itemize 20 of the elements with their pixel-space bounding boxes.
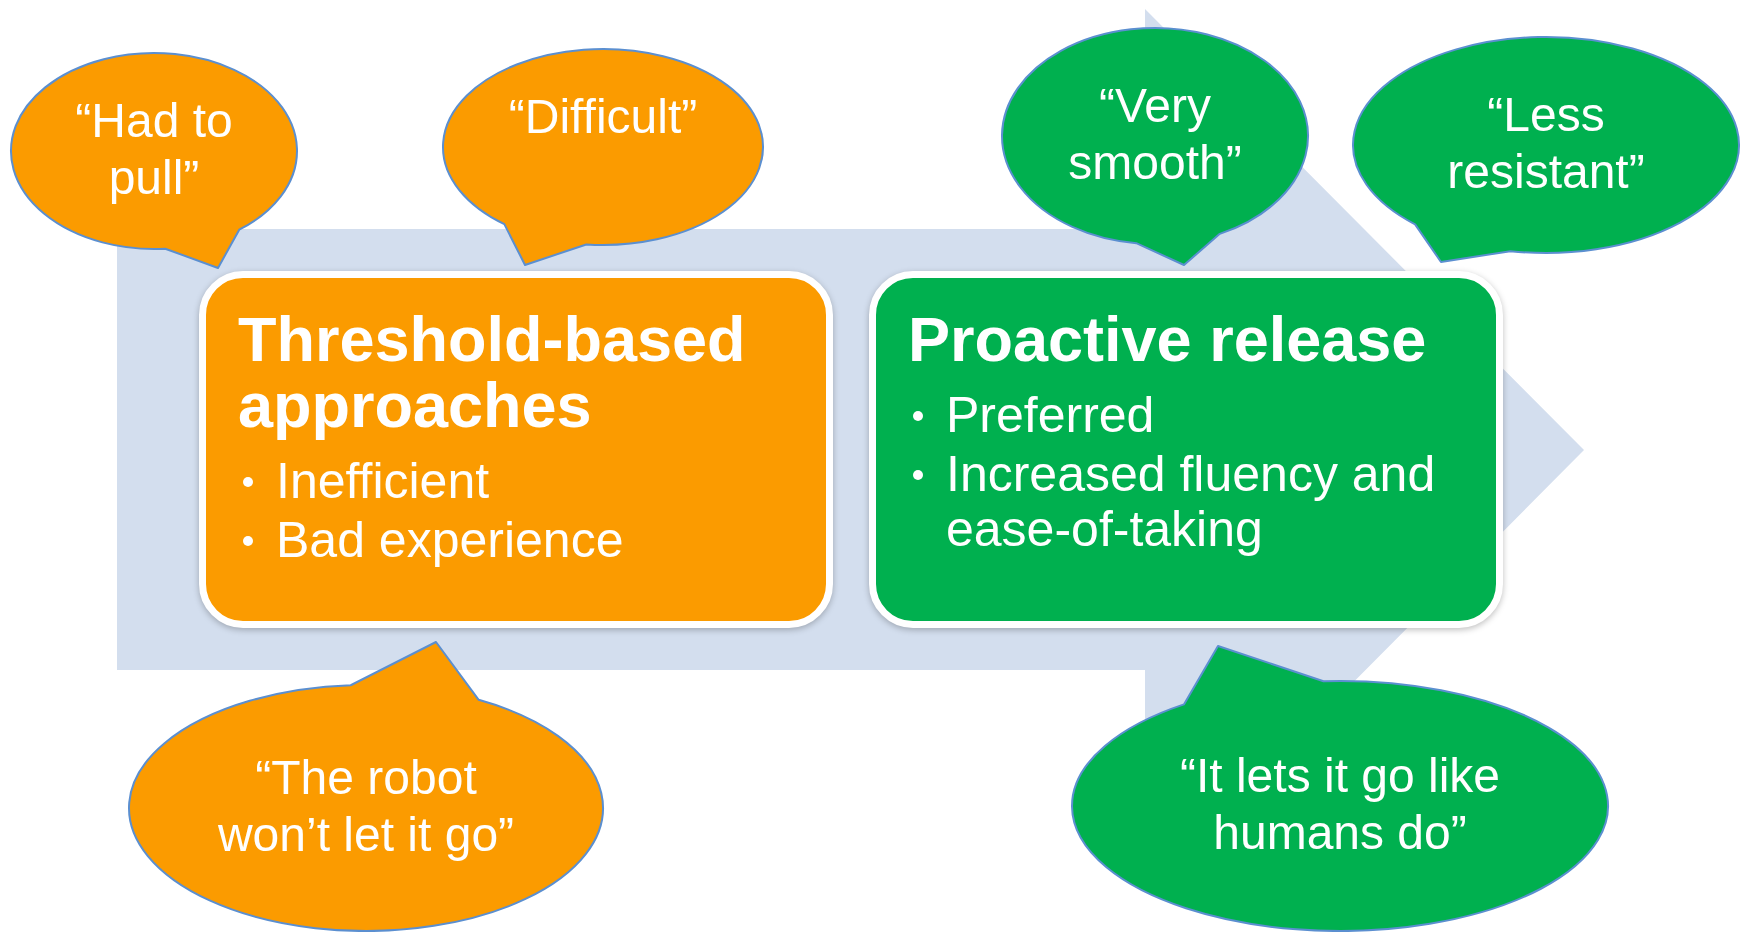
card-heading: Proactive release [908,306,1428,373]
summary-card [869,271,1503,628]
bullet-item: Bad experience [276,513,624,569]
quote-text: “It lets it go like humans do” [1178,748,1502,861]
speech-bubble [9,51,299,270]
speech-bubble [441,47,765,267]
quote-text: “Very smooth” [1067,78,1243,191]
bullet-item: Inefficient [276,454,490,510]
summary-card [199,271,833,628]
quote-text: “Had to pull” [74,93,234,206]
bullet-item: Preferred [946,388,1155,444]
speech-bubble [1351,35,1741,264]
card-heading: Threshold-based approaches [238,306,747,439]
quote-text: “The robot won’t let it go” [216,750,516,863]
quote-text: “Less resistant” [1446,87,1646,200]
speech-bubble [1070,644,1610,932]
speech-bubble [1000,26,1310,267]
bullet-item: Increased fluency and ease-of-taking [946,447,1437,558]
speech-bubble [127,640,605,932]
quote-text: “Difficult” [507,89,699,145]
